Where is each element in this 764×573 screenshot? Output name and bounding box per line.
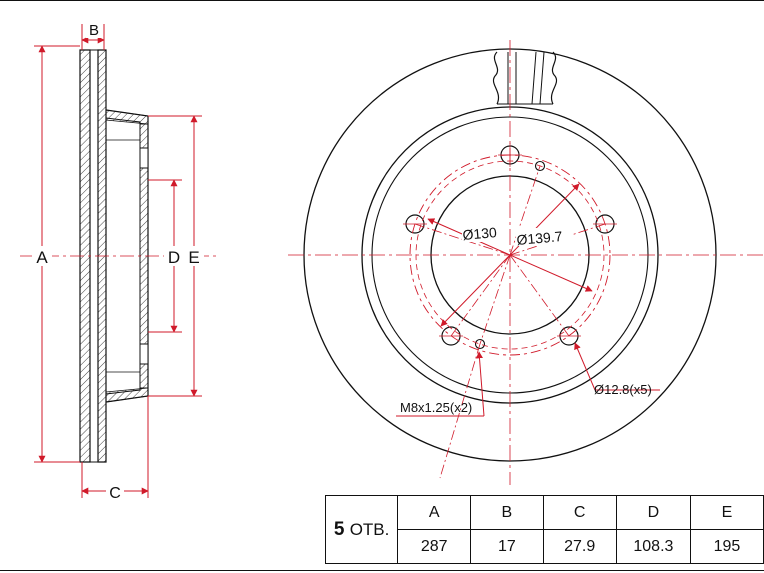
value-B: 17 xyxy=(470,529,544,564)
side-section-view xyxy=(20,49,220,463)
label-D: D xyxy=(168,248,180,267)
label-dia-130: Ø130 xyxy=(462,224,498,243)
value-E: 195 xyxy=(689,529,764,564)
label-E: E xyxy=(188,248,199,267)
value-D: 108.3 xyxy=(615,529,691,564)
spec-table: 5 ОТВ. A B C D E 287 17 27.9 108.3 195 xyxy=(324,495,764,564)
header-E: E xyxy=(689,495,764,530)
value-A: 287 xyxy=(397,529,472,564)
label-dia-139: Ø139.7 xyxy=(516,228,563,248)
label-bolt-hole: Ø12.8(x5) xyxy=(594,382,652,397)
label-C: C xyxy=(109,485,121,502)
header-B: B xyxy=(470,495,544,530)
front-dimensions xyxy=(396,183,660,417)
value-C: 27.9 xyxy=(542,529,617,564)
holes-cell: 5 ОТВ. xyxy=(324,495,399,564)
label-thread: M8x1.25(x2) xyxy=(400,400,472,415)
header-A: A xyxy=(397,495,472,530)
header-D: D xyxy=(615,495,691,530)
label-B: B xyxy=(89,22,99,39)
header-C: C xyxy=(542,495,617,530)
label-A: A xyxy=(36,248,48,267)
